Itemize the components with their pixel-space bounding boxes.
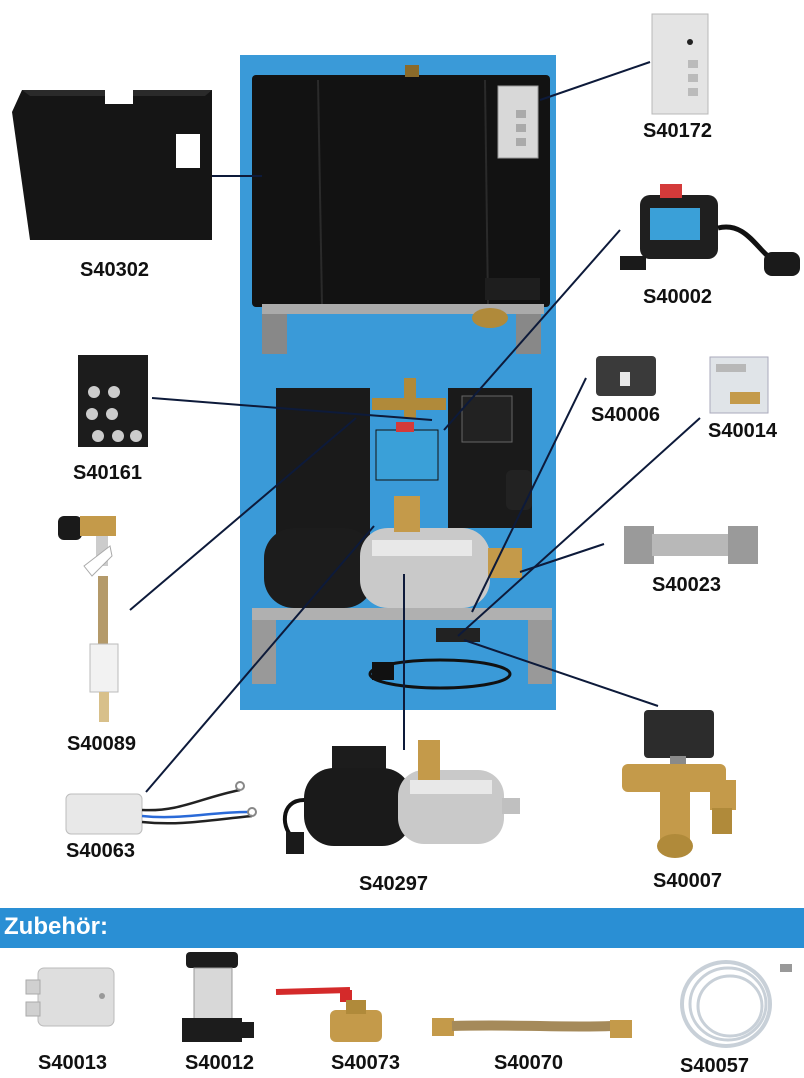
control-panel-icon <box>497 85 539 159</box>
part-label-s40007: S40007 <box>653 870 722 892</box>
leader-line-s40002 <box>443 229 621 431</box>
leader-line-s40063 <box>145 525 375 793</box>
boxed-spare-part-icon <box>709 356 769 414</box>
level-control-module-icon <box>651 13 709 115</box>
junction-box-icon <box>25 967 115 1027</box>
pump-assembly-icon <box>252 378 552 690</box>
leader-line-s40023 <box>519 543 605 573</box>
part-label-s40014: S40014 <box>708 420 777 442</box>
float-valve-icon <box>58 516 119 722</box>
ball-valve-icon <box>275 987 382 1042</box>
capacitor-icon <box>65 781 257 835</box>
connection-panel-icon <box>78 355 148 447</box>
leader-line-s40089 <box>129 417 357 611</box>
tank-cover-icon <box>12 90 212 240</box>
motorized-valve-icon <box>622 710 736 858</box>
part-label-s40161: S40161 <box>73 462 142 484</box>
leader-line-s40161 <box>151 397 433 421</box>
part-label-s40172: S40172 <box>643 120 712 142</box>
accessory-label-s40070: S40070 <box>494 1052 563 1074</box>
part-label-s40002: S40002 <box>643 286 712 308</box>
water-tank-icon <box>252 65 550 354</box>
leader-line-s40006 <box>471 377 587 613</box>
accessory-label-s40012: S40012 <box>185 1052 254 1074</box>
accessory-label-s40057: S40057 <box>680 1055 749 1077</box>
part-label-s40063: S40063 <box>66 840 135 862</box>
leader-line-s40172 <box>539 61 651 101</box>
accessories-banner: Zubehör: <box>0 908 804 948</box>
tubing-coil-icon <box>680 960 792 1048</box>
leader-line-s40007 <box>463 639 659 707</box>
part-label-s40006: S40006 <box>591 404 660 426</box>
accessory-label-s40013: S40013 <box>38 1052 107 1074</box>
filter-icon <box>182 952 254 1042</box>
part-label-s40089: S40089 <box>67 733 136 755</box>
accessories-heading: Zubehör: <box>4 913 108 940</box>
centrifugal-pump-icon <box>282 740 520 854</box>
part-label-s40302: S40302 <box>80 259 149 281</box>
accessory-label-s40073: S40073 <box>331 1052 400 1074</box>
part-label-s40297: S40297 <box>359 873 428 895</box>
pressure-controller-icon <box>620 184 800 276</box>
flexible-hose-icon <box>624 526 758 564</box>
leader-line-s40014 <box>457 417 701 637</box>
leader-lines <box>129 61 701 793</box>
braided-hose-icon <box>432 1018 632 1038</box>
valve-actuator-icon <box>596 356 656 396</box>
part-label-s40023: S40023 <box>652 574 721 596</box>
